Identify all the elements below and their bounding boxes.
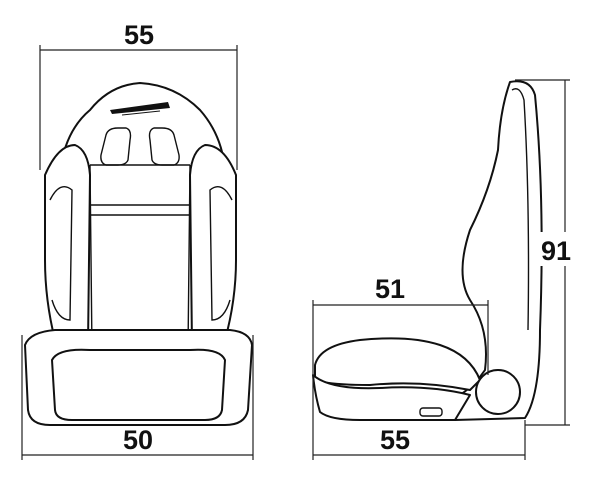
- front-view-seat: [24, 82, 253, 426]
- brand-logo: [110, 102, 170, 116]
- seat-depth-label: 51: [375, 274, 405, 304]
- front-width-top-label: 55: [124, 20, 154, 50]
- base-length-label: 55: [380, 425, 410, 455]
- side-view-seat: [312, 80, 543, 421]
- front-width-bottom-label: 50: [123, 425, 153, 455]
- height-label: 91: [541, 236, 571, 266]
